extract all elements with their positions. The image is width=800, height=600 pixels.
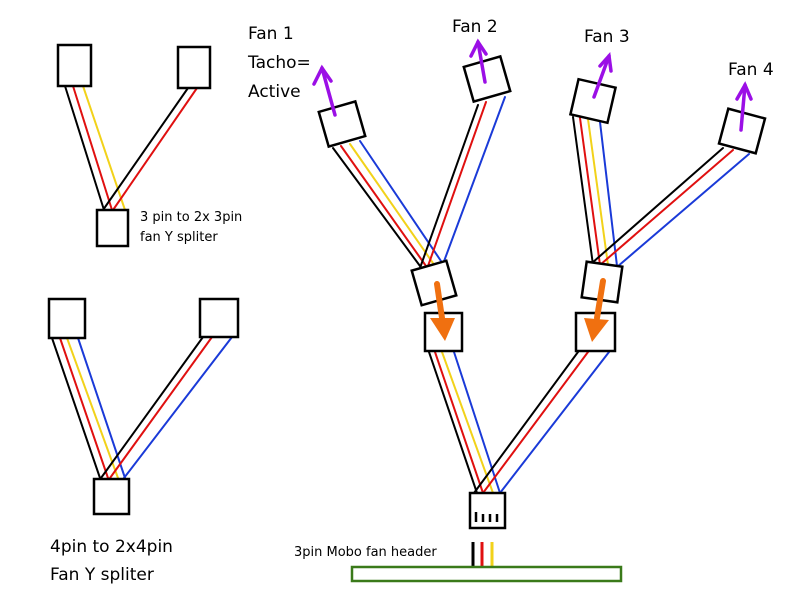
splitter-4pin-diagram: 4pin to 2x4pin Fan Y spliter <box>47 297 240 585</box>
header-connector <box>95 208 130 248</box>
fan1-connector <box>317 99 367 149</box>
splitter-3pin-label-line1: 3 pin to 2x 3pin <box>140 210 242 225</box>
header-connector <box>92 477 131 516</box>
wire-red <box>434 351 484 494</box>
wire-blue <box>453 351 501 494</box>
splitter-3pin-diagram: 3 pin to 2x 3pin fan Y spliter <box>56 43 242 248</box>
wire-blue <box>599 121 618 267</box>
fan2-connector <box>462 54 512 104</box>
wire-black <box>473 351 579 494</box>
wire-red <box>482 351 589 494</box>
flow-arrow-right <box>584 278 609 342</box>
fan3-label: Fan 3 <box>584 27 630 47</box>
wire-black <box>572 116 594 266</box>
tacho-arrow-fan3 <box>592 52 613 99</box>
wire-red <box>599 149 734 266</box>
tacho-arrow-fan4 <box>735 81 753 132</box>
splitter-4pin-label-line1: 4pin to 2x4pin <box>50 537 173 557</box>
wire-blue <box>499 351 610 494</box>
wire-black <box>100 336 204 479</box>
tacho-arrow-fan1 <box>312 64 337 117</box>
wire-black <box>102 87 189 211</box>
fan-connector-left <box>47 297 87 340</box>
mobo-header-label: 3pin Mobo fan header <box>294 545 437 560</box>
wire-black <box>332 147 421 267</box>
left-splitter-connector <box>410 259 458 307</box>
wire-black <box>419 104 479 269</box>
wire-blue <box>616 153 750 268</box>
wire-blue <box>442 96 506 265</box>
mobo-connector-pins <box>474 512 499 522</box>
wire-blue <box>123 336 233 479</box>
wire-yellow <box>66 337 119 479</box>
fan-connector-right <box>198 297 240 339</box>
fan4-label: Fan 4 <box>728 60 774 80</box>
fan1-active-label: Active <box>248 82 301 102</box>
fan-connector-right <box>176 45 212 90</box>
wire-yellow <box>441 351 494 494</box>
splitter-3pin-label-line2: fan Y spliter <box>140 230 218 245</box>
wire-red <box>579 117 601 266</box>
mobo-connector <box>468 491 507 530</box>
fan1-tacho-label: Tacho= <box>247 53 311 73</box>
wire-red <box>427 101 487 267</box>
wire-red <box>340 145 427 267</box>
flow-arrow-left <box>430 281 455 341</box>
wire-black <box>591 147 724 264</box>
wire-black <box>51 337 101 479</box>
tacho-arrow-fan2 <box>469 38 488 84</box>
wire-red <box>112 87 198 211</box>
fan3-connector <box>568 77 618 125</box>
wire-yellow <box>349 143 436 267</box>
wire-red <box>59 337 109 479</box>
splitter-4pin-label-line2: Fan Y spliter <box>50 565 154 585</box>
fan-connector-left <box>56 43 93 88</box>
fan2-label: Fan 2 <box>452 17 498 37</box>
mobo-header-board <box>350 565 623 583</box>
fan1-label: Fan 1 <box>248 24 294 44</box>
wire-yellow <box>82 85 126 211</box>
wire-yellow <box>587 118 609 266</box>
wire-black <box>64 85 105 211</box>
wire-red <box>72 85 113 211</box>
wire-black <box>428 351 478 494</box>
wire-red <box>109 336 213 479</box>
main-wiring-diagram: 3pin Mobo fan header Fan 1 Tacho= Active… <box>247 17 774 583</box>
